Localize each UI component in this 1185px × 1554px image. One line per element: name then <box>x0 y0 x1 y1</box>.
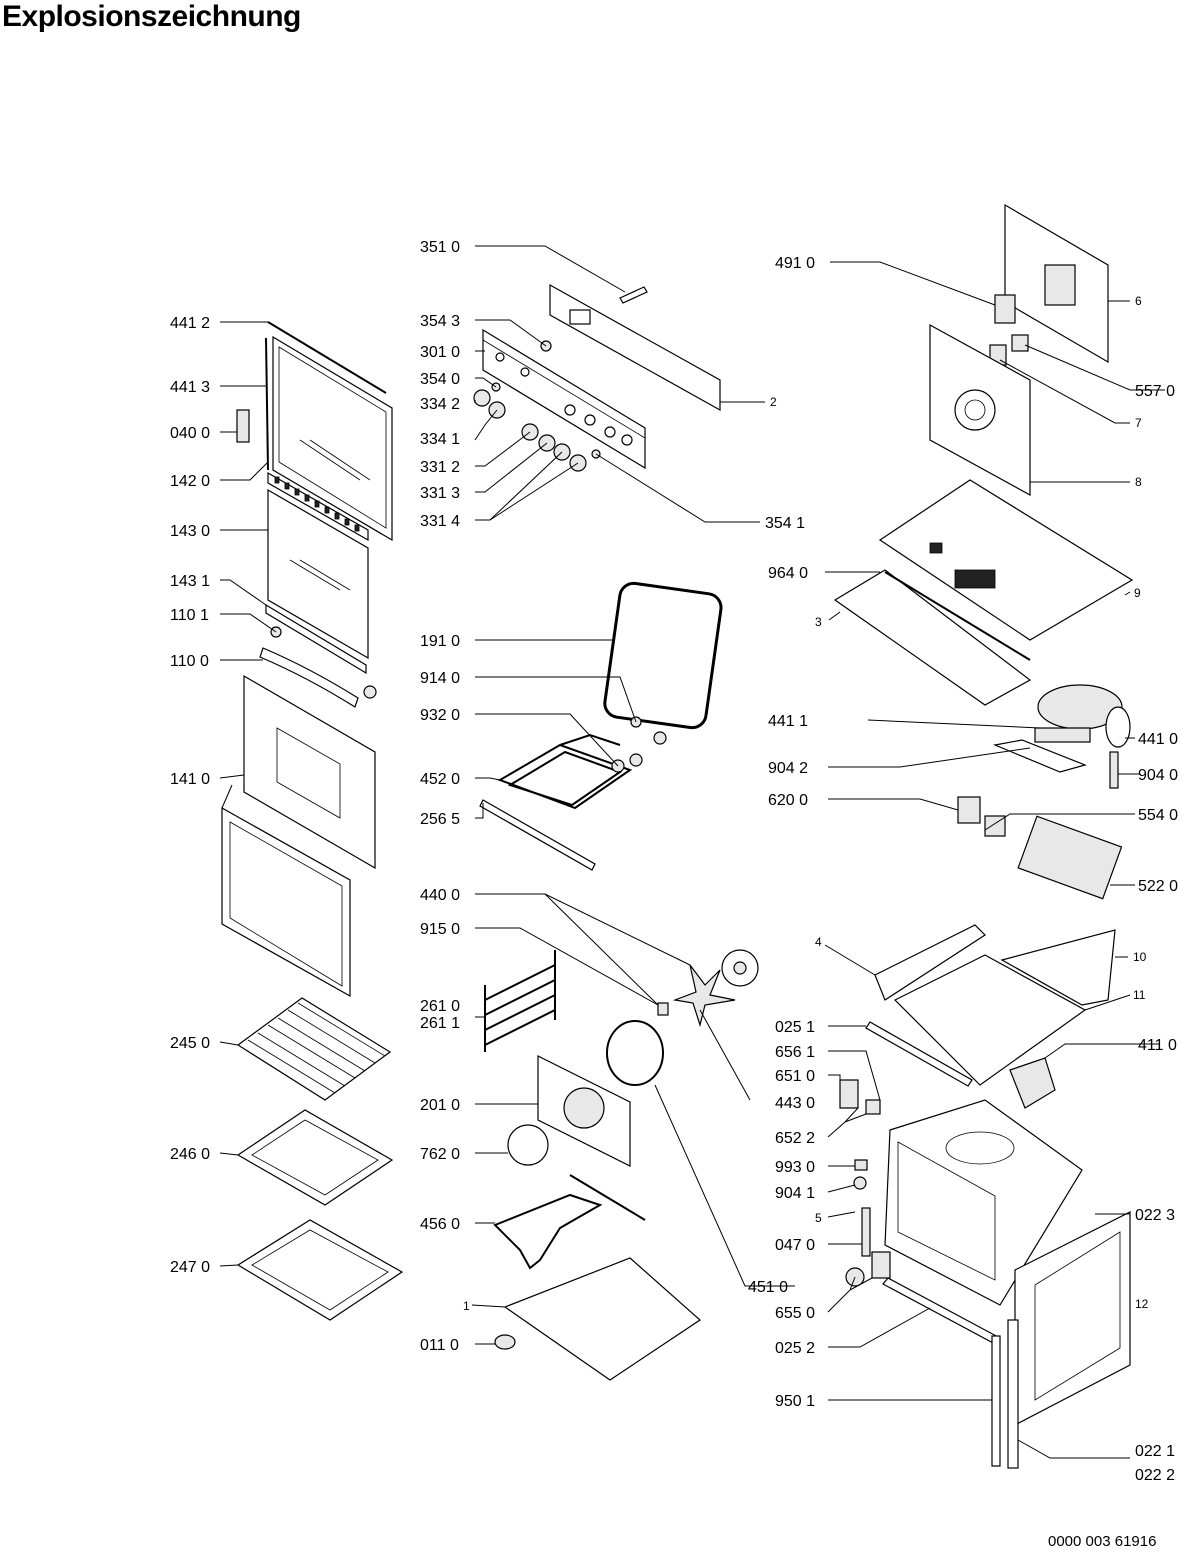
label-904-2: 904 2 <box>768 760 808 777</box>
door-group <box>221 321 393 998</box>
label-354-0: 354 0 <box>420 371 460 388</box>
label-110-1: 110 1 <box>170 607 209 624</box>
label-110-0: 110 0 <box>170 653 209 670</box>
label-411-0: 411 0 <box>1138 1037 1177 1054</box>
label-652-2: 652 2 <box>775 1130 815 1147</box>
label-6: 6 <box>1135 294 1142 308</box>
label-047-0: 047 0 <box>775 1237 815 1254</box>
label-441-2: 441 2 <box>170 315 210 332</box>
label-4: 4 <box>815 935 822 949</box>
vent-slots <box>274 476 360 532</box>
label-950-1: 950 1 <box>775 1393 815 1410</box>
label-10: 10 <box>1133 950 1147 964</box>
label-354-1: 354 1 <box>765 515 805 532</box>
label-201-0: 201 0 <box>420 1097 460 1114</box>
label-301-0: 301 0 <box>420 344 460 361</box>
label-656-1: 656 1 <box>775 1044 815 1061</box>
label-143-1: 143 1 <box>170 573 210 590</box>
label-1: 1 <box>463 1299 470 1313</box>
label-334-1: 334 1 <box>420 431 460 448</box>
label-261-0: 261 0 <box>420 998 460 1015</box>
label-441-3: 441 3 <box>170 379 210 396</box>
right-top-group <box>833 203 1134 900</box>
label-025-1: 025 1 <box>775 1019 815 1036</box>
label-331-2: 331 2 <box>420 459 460 476</box>
label-022-1: 022 1 <box>1135 1443 1175 1460</box>
label-993-0: 993 0 <box>775 1159 815 1176</box>
label-9: 9 <box>1134 586 1141 600</box>
label-191-0: 191 0 <box>420 633 460 650</box>
leader-lines <box>219 245 1165 1459</box>
label-491-0: 491 0 <box>775 255 815 272</box>
label-932-0: 932 0 <box>420 707 460 724</box>
label-025-2: 025 2 <box>775 1340 815 1357</box>
label-554-0: 554 0 <box>1138 807 1178 824</box>
label-8: 8 <box>1135 475 1142 489</box>
label-022-2: 022 2 <box>1135 1467 1175 1484</box>
label-5: 5 <box>815 1211 822 1225</box>
label-651-0: 651 0 <box>775 1068 815 1085</box>
control-panel-group <box>473 283 721 472</box>
label-655-0: 655 0 <box>775 1305 815 1322</box>
label-143-0: 143 0 <box>170 523 210 540</box>
label-7: 7 <box>1135 416 1142 430</box>
part-labels: 351 0 354 3 301 0 354 0 334 2 334 1 331 … <box>170 239 1178 1484</box>
label-245-0: 245 0 <box>170 1035 210 1052</box>
label-331-4: 331 4 <box>420 513 460 530</box>
label-040-0: 040 0 <box>170 425 210 442</box>
label-142-0: 142 0 <box>170 473 210 490</box>
label-334-2: 334 2 <box>420 396 460 413</box>
center-middle-group <box>479 581 759 1381</box>
label-456-0: 456 0 <box>420 1216 460 1233</box>
label-354-3: 354 3 <box>420 313 460 330</box>
document-number: 0000 003 61916 <box>1048 1533 1157 1550</box>
right-bottom-group <box>839 924 1131 1469</box>
label-620-0: 620 0 <box>768 792 808 809</box>
label-762-0: 762 0 <box>420 1146 460 1163</box>
label-441-1: 441 1 <box>768 713 808 730</box>
label-904-1: 904 1 <box>775 1185 815 1202</box>
label-964-0: 964 0 <box>768 565 808 582</box>
label-440-0: 440 0 <box>420 887 460 904</box>
label-441-0: 441 0 <box>1138 731 1178 748</box>
label-2: 2 <box>770 395 777 409</box>
label-915-0: 915 0 <box>420 921 460 938</box>
label-557-0: 557 0 <box>1135 383 1175 400</box>
side-rack <box>484 950 556 1052</box>
label-11: 11 <box>1133 988 1146 1002</box>
label-452-0: 452 0 <box>420 771 460 788</box>
label-12: 12 <box>1135 1297 1149 1311</box>
label-247-0: 247 0 <box>170 1259 210 1276</box>
label-261-1: 261 1 <box>420 1015 460 1032</box>
label-351-0: 351 0 <box>420 239 460 256</box>
label-022-3: 022 3 <box>1135 1207 1175 1224</box>
label-904-0: 904 0 <box>1138 767 1178 784</box>
label-141-0: 141 0 <box>170 771 210 788</box>
label-443-0: 443 0 <box>775 1095 815 1112</box>
label-3: 3 <box>815 615 822 629</box>
label-256-5: 256 5 <box>420 811 460 828</box>
rack-wires <box>247 1002 386 1094</box>
label-246-0: 246 0 <box>170 1146 210 1163</box>
label-011-0: 011 0 <box>420 1337 459 1354</box>
label-331-3: 331 3 <box>420 485 460 502</box>
label-522-0: 522 0 <box>1138 878 1178 895</box>
label-914-0: 914 0 <box>420 670 460 687</box>
racks-trays-group <box>236 997 404 1321</box>
page-title: Explosionszeichnung <box>2 0 301 33</box>
label-451-0: 451 0 <box>748 1279 788 1296</box>
